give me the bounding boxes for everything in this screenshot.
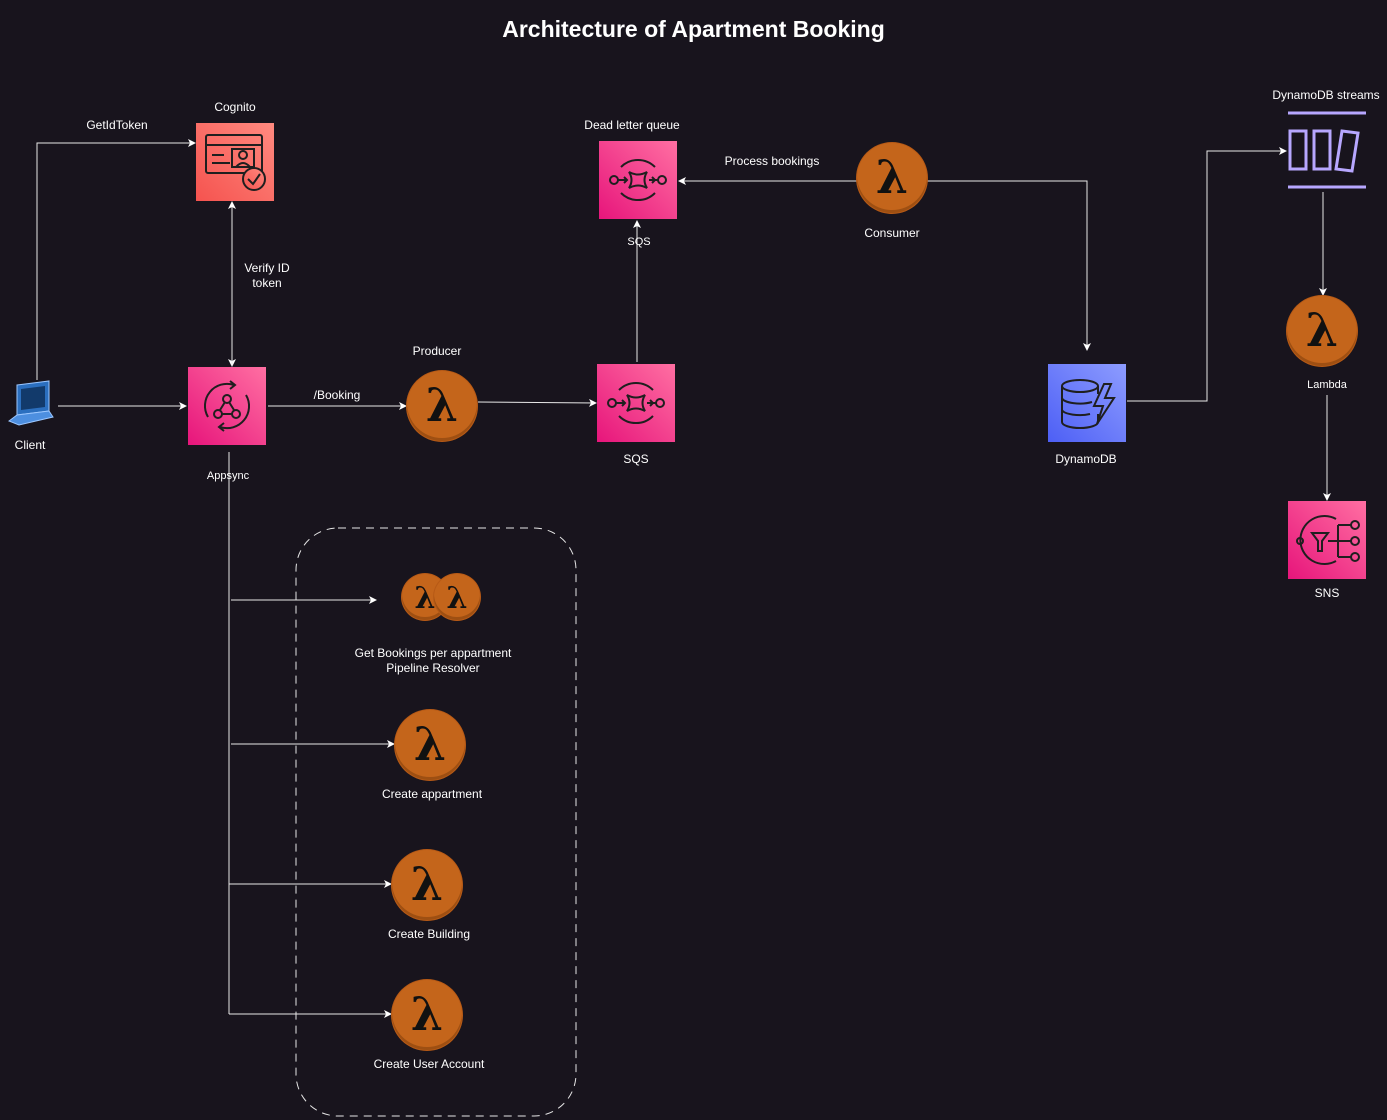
- edge-client-cognito: [36, 139, 196, 380]
- diagram-title: Architecture of Apartment Booking: [502, 16, 885, 42]
- create-appartment-label: Create appartment: [381, 787, 483, 801]
- create-user-lambda-icon[interactable]: λ: [392, 980, 462, 1050]
- create-appartment-lambda-icon[interactable]: λ: [395, 710, 465, 780]
- appsync-icon[interactable]: [188, 367, 266, 445]
- consumer-label: Consumer: [864, 226, 920, 240]
- create-user-account-label: Create User Account: [373, 1057, 485, 1071]
- lambda-label: Lambda: [1307, 379, 1347, 391]
- consumer-lambda-icon[interactable]: λ: [857, 143, 927, 213]
- svg-text:λ: λ: [414, 717, 446, 771]
- streams-label: DynamoDB streams: [1272, 88, 1380, 102]
- edge-consumer-dynamodb: [927, 180, 1091, 351]
- laptop-icon[interactable]: [7, 380, 54, 426]
- verify-token-label-line2: token: [252, 276, 282, 290]
- cognito-label: Cognito: [214, 100, 256, 114]
- edge-dynamodb-streams: [1127, 147, 1287, 402]
- get-id-token-label: GetIdToken: [86, 118, 148, 132]
- svg-text:λ: λ: [446, 581, 467, 616]
- streams-icon[interactable]: [1288, 111, 1366, 189]
- appsync-label: Appsync: [206, 470, 250, 482]
- client-label: Client: [14, 438, 46, 452]
- booking-label: /Booking: [313, 388, 361, 402]
- producer-label: Producer: [412, 344, 462, 358]
- svg-text:λ: λ: [1306, 303, 1338, 357]
- create-building-lambda-icon[interactable]: λ: [392, 850, 462, 920]
- sqs-icon[interactable]: [597, 364, 675, 442]
- sns-icon[interactable]: [1288, 501, 1366, 579]
- create-building-label: Create Building: [387, 927, 471, 941]
- verify-token-label-line1: Verify ID: [244, 261, 290, 275]
- dlq-sqs-icon[interactable]: [599, 141, 677, 219]
- dlq-label: Dead letter queue: [584, 118, 680, 132]
- sqs-dlq-label: SQS: [627, 236, 651, 248]
- svg-text:λ: λ: [414, 581, 435, 616]
- sns-label: SNS: [1314, 586, 1340, 600]
- svg-text:λ: λ: [876, 150, 908, 204]
- resolver-group: [295, 527, 577, 1117]
- get-bookings-label-line2: Pipeline Resolver: [386, 661, 480, 675]
- stream-lambda-icon[interactable]: λ: [1287, 296, 1357, 366]
- edge-producer-sqs: [477, 398, 597, 407]
- process-bookings-label: Process bookings: [724, 154, 820, 168]
- sqs-main-label: SQS: [623, 452, 649, 466]
- get-bookings-lambda-icon-b[interactable]: λ: [434, 574, 480, 620]
- producer-lambda-icon[interactable]: λ: [407, 371, 477, 441]
- cognito-icon[interactable]: [196, 123, 274, 201]
- svg-text:λ: λ: [411, 857, 443, 911]
- svg-text:λ: λ: [426, 378, 458, 432]
- svg-text:λ: λ: [411, 987, 443, 1041]
- connectors: [36, 139, 1331, 1018]
- dynamodb-icon[interactable]: [1048, 364, 1126, 442]
- get-bookings-label-line1: Get Bookings per appartment: [354, 646, 512, 660]
- dynamodb-label: DynamoDB: [1055, 452, 1117, 466]
